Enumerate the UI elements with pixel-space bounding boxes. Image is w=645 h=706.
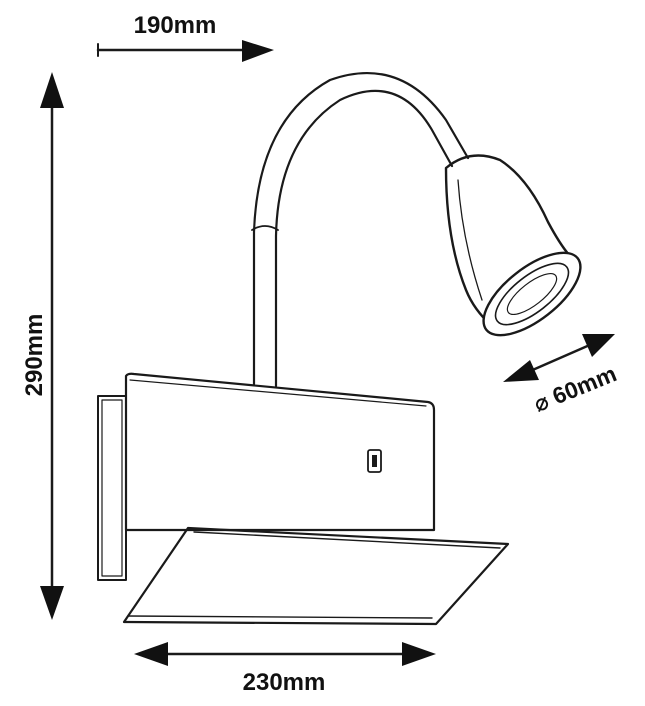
lamp-base-box-top-edge [129, 379, 427, 407]
shelf-fold [193, 531, 501, 549]
diameter-dimension: ⌀ 60mm [503, 334, 620, 417]
diameter-arrow-head-right [582, 334, 615, 357]
wall-backplate-inner [101, 399, 123, 577]
gooseneck-arm-outer [252, 72, 470, 386]
usb-port-icon [367, 449, 382, 473]
diameter-arrow-line [526, 342, 594, 374]
height-arrow-head-top [40, 72, 64, 108]
shelf-width-label: 230mm [243, 669, 326, 696]
diameter-label: ⌀ 60mm [530, 360, 620, 417]
wall-backplate [97, 395, 127, 581]
lamp-lens-inner [494, 262, 570, 326]
height-dimension: 290mm [21, 72, 64, 620]
reach-arrow-head [242, 40, 274, 62]
diameter-arrow-head-left [503, 360, 539, 382]
shelf-width-dimension: 230mm [134, 642, 436, 696]
height-arrow-head-bottom [40, 586, 64, 620]
lamp-shade-highlight [457, 179, 483, 301]
shelf-width-arrow-head-right [402, 642, 436, 666]
shelf-width-arrow-head-left [134, 642, 168, 666]
lamp-base-box [124, 372, 436, 532]
shelf [122, 526, 510, 626]
lamp-lens-rim [482, 251, 582, 337]
gooseneck-arm-inner [274, 89, 454, 388]
reach-dimension: 190mm [96, 12, 274, 62]
wall-lamp [97, 72, 582, 626]
gooseneck-joint [251, 225, 279, 231]
shelf-front-edge [127, 615, 433, 619]
lamp-lens-core [506, 272, 558, 316]
reach-label: 190mm [134, 12, 217, 39]
height-label: 290mm [21, 314, 48, 397]
